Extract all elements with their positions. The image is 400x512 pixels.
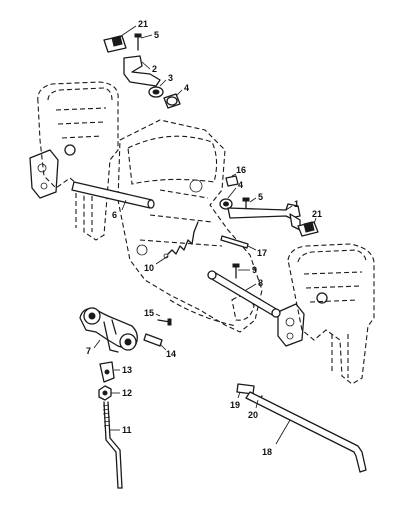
part-14-pin [143, 333, 163, 347]
callout-8: 8 [258, 278, 263, 288]
callout-5-top: 5 [154, 30, 159, 40]
callout-12: 12 [122, 388, 132, 398]
callout-3: 3 [168, 73, 173, 83]
part-12-nut [98, 385, 112, 401]
part-11-shift-rod [102, 401, 123, 489]
callout-21-top: 21 [138, 19, 148, 29]
callout-4-right: 4 [238, 180, 243, 190]
part-13-link-block [99, 361, 115, 383]
part-2-link-arm [123, 55, 161, 87]
part-21-right-knob [297, 221, 319, 237]
part-9-screw [232, 263, 240, 279]
part-21-top-knob [103, 35, 127, 53]
part-6-rod [71, 181, 155, 209]
part-4-top-bushing [163, 93, 181, 109]
callout-14: 14 [166, 349, 176, 359]
part-15-screw [157, 318, 172, 326]
callout-13: 13 [122, 365, 132, 375]
part-4-right-bushing [219, 198, 233, 210]
part-17-pin [220, 235, 249, 249]
callout-19: 19 [230, 400, 240, 410]
callout-9: 9 [252, 265, 257, 275]
part-8-shaft [207, 270, 281, 318]
part-10-spring [163, 221, 199, 259]
callout-21-right: 21 [312, 209, 322, 219]
swivel-bracket-body [117, 119, 263, 333]
callout-10: 10 [144, 263, 154, 273]
callout-2: 2 [152, 64, 157, 74]
left-transom-bracket [29, 81, 119, 241]
callout-6: 6 [112, 210, 117, 220]
part-7-cam-assembly [79, 307, 138, 353]
callout-20: 20 [248, 410, 258, 420]
part-18-l-rod [245, 391, 367, 473]
callout-15: 15 [144, 308, 154, 318]
part-3-washer [148, 86, 164, 98]
callout-7: 7 [86, 346, 91, 356]
callout-1: 1 [294, 199, 299, 209]
callouts: 21 5 2 3 4 16 4 5 1 21 6 17 10 [86, 19, 322, 457]
right-transom-bracket [277, 243, 375, 385]
part-16-bolt [225, 175, 239, 187]
callout-16: 16 [236, 165, 246, 175]
callout-4-top: 4 [184, 83, 189, 93]
callout-17: 17 [257, 248, 267, 258]
callout-11: 11 [122, 425, 132, 435]
callout-18: 18 [262, 447, 272, 457]
callout-5-right: 5 [258, 192, 263, 202]
part-5-top-screw [134, 33, 142, 51]
